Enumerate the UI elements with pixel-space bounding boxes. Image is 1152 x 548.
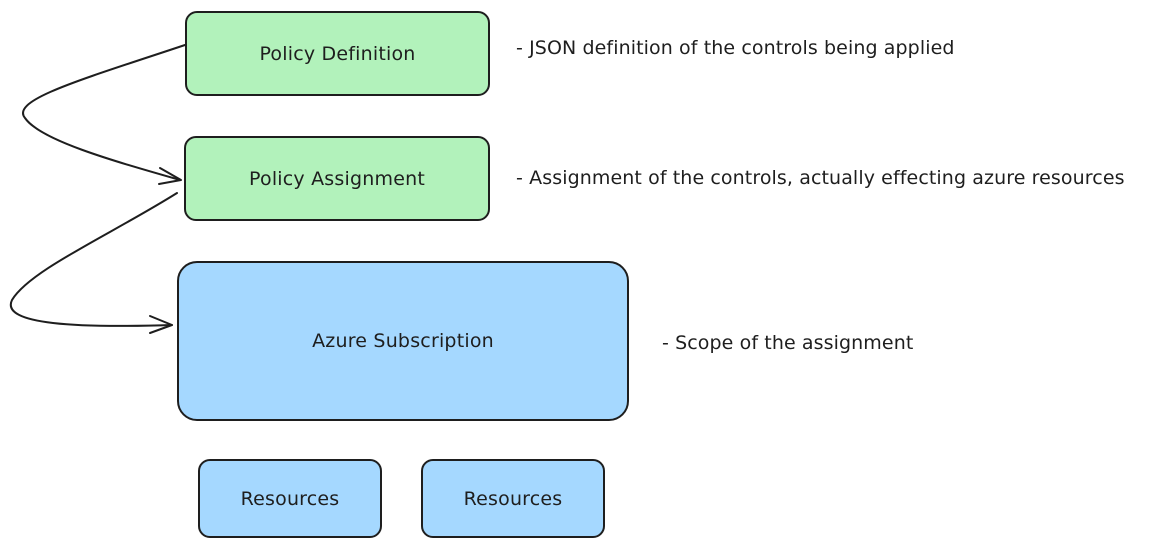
azure-subscription-note: - Scope of the assignment — [662, 332, 914, 354]
arrowhead-subscription — [149, 315, 173, 334]
resources-label-2: Resources — [463, 487, 563, 510]
policy-definition-label: Policy Definition — [259, 42, 416, 65]
policy-definition-box[interactable]: Policy Definition — [185, 11, 490, 96]
azure-subscription-label: Azure Subscription — [312, 330, 494, 352]
azure-subscription-box[interactable]: Azure Subscription — [177, 261, 629, 421]
connector-assignment-to-subscription — [9, 192, 178, 327]
connector-definition-to-assignment — [22, 44, 186, 181]
policy-definition-note: - JSON definition of the controls being … — [516, 37, 955, 59]
policy-assignment-label: Policy Assignment — [249, 167, 425, 190]
policy-assignment-note: - Assignment of the controls, actually e… — [516, 167, 1125, 189]
resources-label-1: Resources — [240, 487, 340, 510]
policy-assignment-box[interactable]: Policy Assignment — [184, 136, 490, 221]
resources-box-1[interactable]: Resources — [198, 459, 382, 538]
arrowhead-assignment — [158, 167, 182, 185]
resources-box-2[interactable]: Resources — [421, 459, 605, 538]
